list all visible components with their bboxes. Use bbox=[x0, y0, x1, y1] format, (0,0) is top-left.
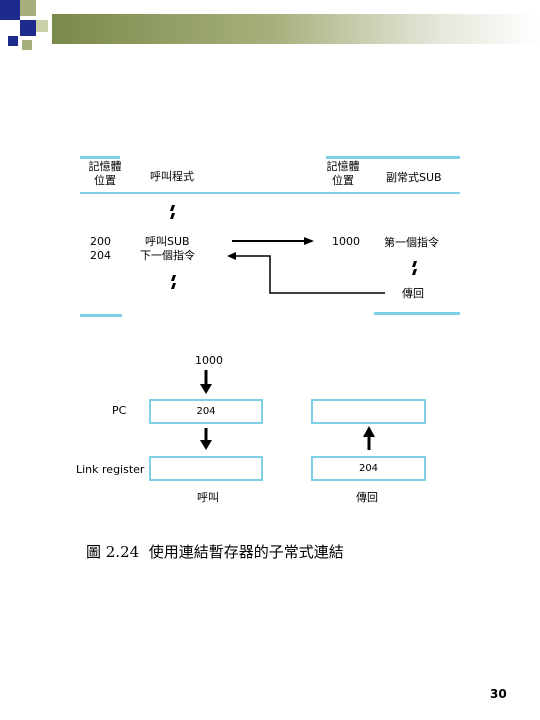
table-arrows bbox=[170, 205, 417, 294]
ellipsis-mark-top bbox=[170, 205, 175, 219]
deco-square-navy bbox=[0, 0, 20, 20]
arrow-into-pc bbox=[200, 370, 212, 394]
deco-square-small bbox=[8, 36, 18, 46]
deco-square-olive bbox=[20, 0, 36, 16]
link-register-label: Link register bbox=[76, 463, 145, 476]
call-arrow bbox=[232, 237, 314, 245]
link-register-call bbox=[149, 456, 263, 481]
table-bottom-line-right bbox=[374, 312, 460, 315]
arrow-pc-to-link bbox=[200, 428, 212, 450]
pc-label: PC bbox=[112, 404, 127, 417]
call-phase-label: 呼叫 bbox=[197, 491, 219, 504]
address-200: 200 bbox=[90, 235, 111, 248]
pc-register-return bbox=[311, 399, 426, 424]
table-top-line-right bbox=[326, 156, 460, 159]
address-204: 204 bbox=[90, 249, 111, 262]
deco-square-navy-2 bbox=[20, 20, 36, 36]
header-gradient-bar bbox=[52, 14, 540, 44]
callee-address-header: 記憶體 位置 bbox=[326, 160, 360, 187]
ellipsis-mark-bottom-left bbox=[171, 275, 176, 289]
caller-address-header: 記憶體 位置 bbox=[88, 160, 122, 187]
link-register-return: 204 bbox=[311, 456, 426, 481]
header-decoration bbox=[0, 0, 540, 60]
arrow-link-to-pc-return bbox=[363, 426, 375, 450]
call-sub-instruction: 呼叫SUB bbox=[145, 235, 190, 248]
page-number: 30 bbox=[490, 687, 507, 701]
first-instruction: 第一個指令 bbox=[384, 236, 439, 249]
return-arrow bbox=[227, 252, 385, 294]
table-bottom-line-left bbox=[80, 314, 122, 317]
ellipsis-mark-right bbox=[412, 261, 417, 275]
subroutine-header: 副常式SUB bbox=[386, 171, 442, 184]
pc-register-call: 204 bbox=[149, 399, 263, 424]
figure-caption: 圖 2.24 使用連結暫存器的子常式連結 bbox=[86, 543, 344, 561]
next-instruction: 下一個指令 bbox=[140, 249, 195, 262]
return-instruction: 傳回 bbox=[402, 287, 424, 300]
deco-square-olive-2 bbox=[22, 40, 32, 50]
table-top-line-left bbox=[80, 156, 120, 159]
return-phase-label: 傳回 bbox=[356, 491, 378, 504]
address-1000: 1000 bbox=[332, 235, 360, 248]
caller-program-header: 呼叫程式 bbox=[150, 170, 194, 183]
memory-table: 記憶體 位置 呼叫程式 記憶體 位置 副常式SUB 200 204 呼叫SUB … bbox=[0, 0, 540, 340]
deco-square-light bbox=[36, 20, 48, 32]
table-header-separator bbox=[80, 192, 460, 194]
input-value-1000: 1000 bbox=[195, 354, 223, 367]
